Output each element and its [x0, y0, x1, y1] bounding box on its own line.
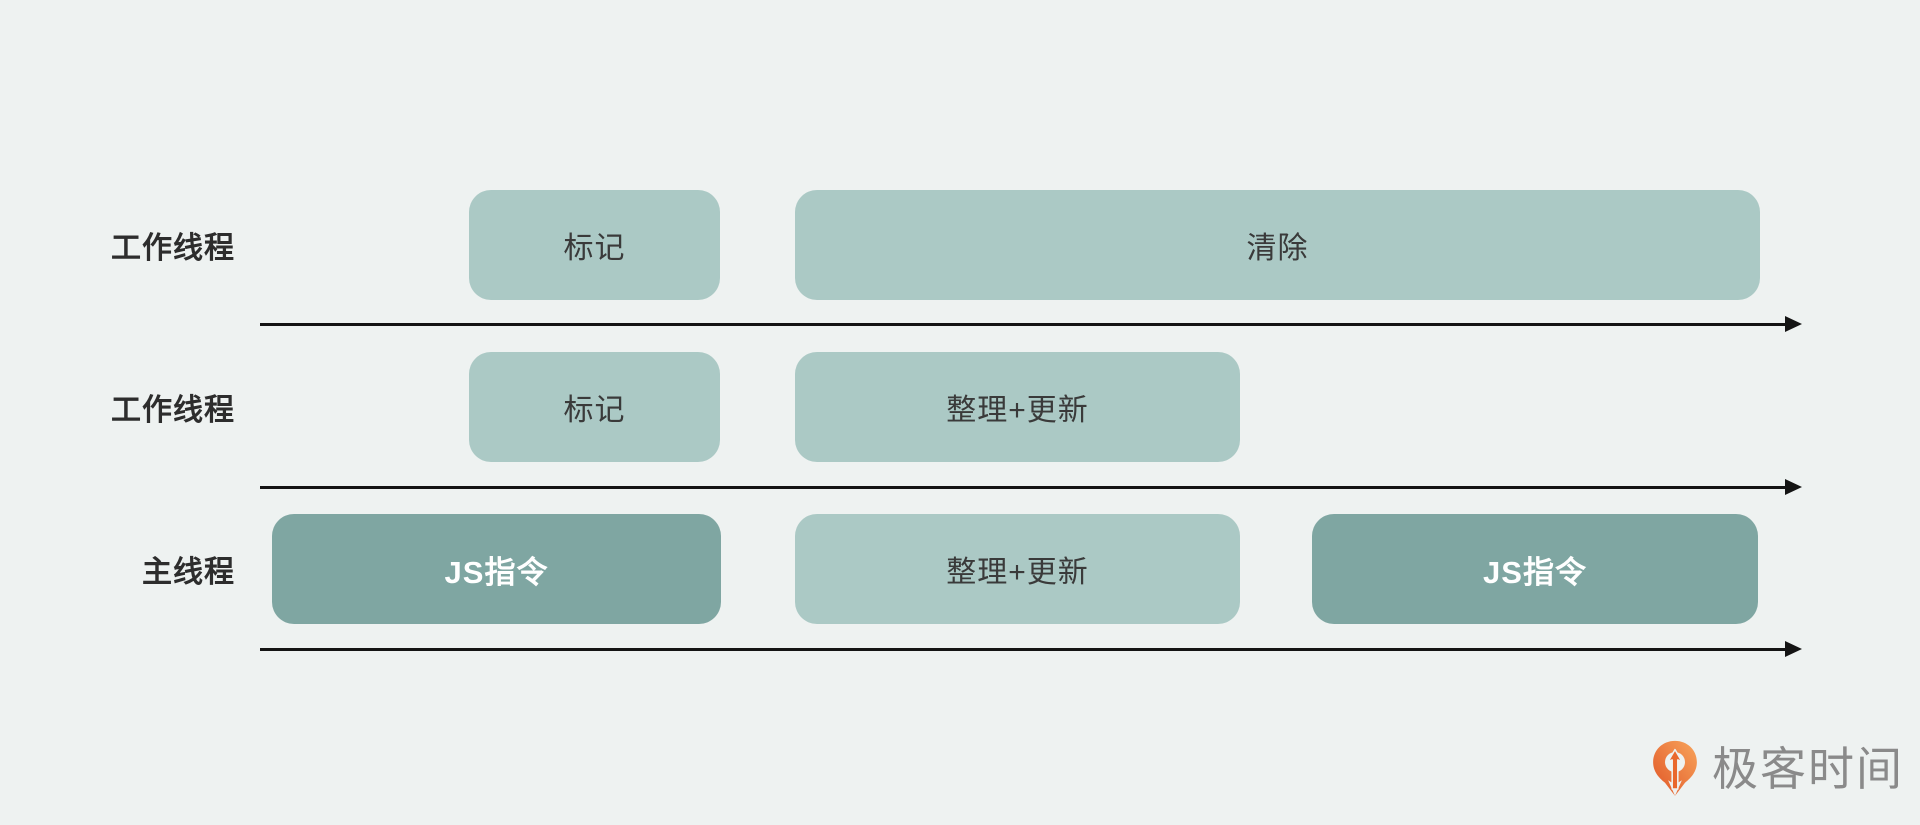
row-label-worker-thread-2: 工作线程 — [111, 394, 235, 427]
timeline-arrow-2 — [260, 479, 1802, 495]
timeline-block-mark-2: 标记 — [469, 352, 720, 462]
timeline-block-sweep: 清除 — [795, 190, 1760, 300]
brand-logo: 极客时间 — [1650, 738, 1904, 800]
timeline-arrow-3 — [260, 641, 1802, 657]
timeline-block-js-instructions-1: JS指令 — [272, 514, 721, 624]
timeline-arrow-1 — [260, 316, 1802, 332]
timeline-block-mark-1: 标记 — [469, 190, 720, 300]
timeline-block-compact-update-1: 整理+更新 — [795, 352, 1240, 462]
arrow-head-icon — [1785, 479, 1802, 495]
arrow-head-icon — [1785, 641, 1802, 657]
geektime-logo-icon — [1653, 740, 1697, 796]
brand-logo-text: 极客时间 — [1712, 743, 1904, 795]
timeline-block-compact-update-2: 整理+更新 — [795, 514, 1240, 624]
arrow-head-icon — [1785, 316, 1802, 332]
row-label-worker-thread-1: 工作线程 — [111, 232, 235, 265]
row-label-main-thread: 主线程 — [142, 556, 235, 589]
timeline-block-js-instructions-2: JS指令 — [1312, 514, 1758, 624]
